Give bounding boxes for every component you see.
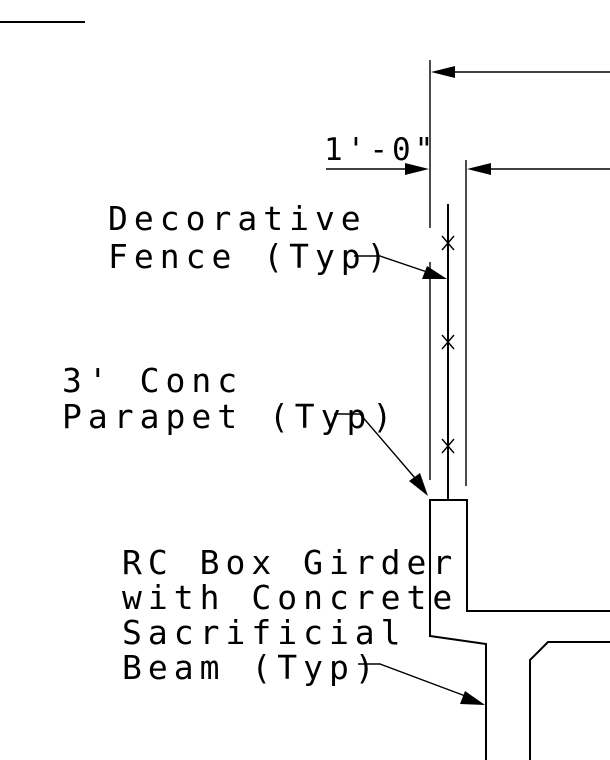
dimension-label: 1'-0" <box>324 132 437 168</box>
parapet-leader-arrowhead <box>409 473 428 496</box>
fence-label-line1: Decorative <box>108 199 367 238</box>
girder-label-line4: Beam (Typ) <box>122 648 381 687</box>
girder-label-line1: RC Box Girder <box>122 543 458 582</box>
fence-x-marks <box>441 235 455 454</box>
girder-leader-arrowhead <box>460 691 485 705</box>
top-dimension-arrowhead <box>431 66 455 78</box>
box-girder-inner-cell <box>529 641 610 760</box>
girder-leader-line <box>358 663 469 698</box>
fence-label-line2: Fence (Typ) <box>108 237 393 276</box>
fence-leader-arrowhead <box>422 266 447 279</box>
parapet-label-line1: 3' Conc <box>62 361 243 400</box>
fence-leader-line <box>354 255 431 274</box>
girder-label-line3: Sacrificial <box>122 613 407 652</box>
girder-label-line2: with Concrete <box>122 578 458 617</box>
parapet-label-line2: Parapet (Typ) <box>62 397 398 436</box>
parapet-leader-line <box>334 413 416 479</box>
one-foot-dimension-arrowhead-right <box>467 163 491 175</box>
parapet-and-girder-outline <box>429 499 610 760</box>
one-foot-dimension-arrowhead-left <box>405 163 429 175</box>
